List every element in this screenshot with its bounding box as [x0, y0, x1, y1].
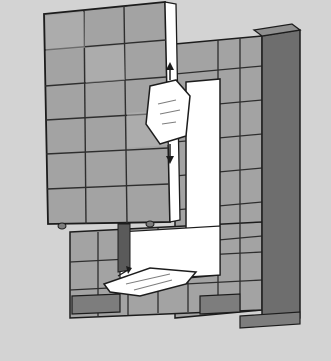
gap-slot [118, 224, 130, 272]
paper-sheet-icon [146, 80, 190, 144]
